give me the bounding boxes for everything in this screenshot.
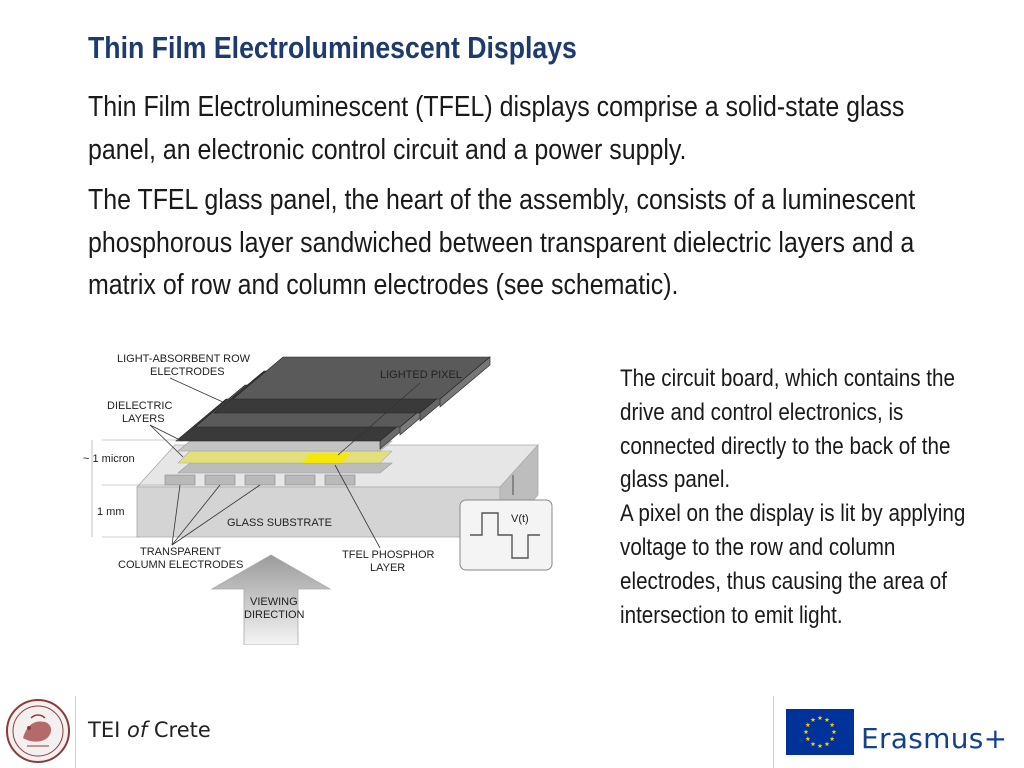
column-electrodes-label: TRANSPARENT: [140, 546, 221, 558]
column-electrode: [204, 474, 236, 486]
eu-star-icon: [805, 722, 811, 728]
eu-star-icon: [817, 715, 823, 721]
footer-divider-right: [773, 696, 774, 768]
tei-crete-seal-icon: [6, 699, 70, 763]
footer-divider-left: [75, 696, 76, 768]
eu-star-icon: [829, 736, 835, 742]
eu-star-icon: [824, 717, 830, 722]
row-electrode-face: [439, 356, 491, 408]
institution-name: TEI of Crete: [88, 718, 211, 742]
institution-suffix: Crete: [147, 718, 211, 742]
eu-star-icon: [824, 741, 830, 747]
phosphor-layer: [177, 450, 393, 464]
eu-star-icon: [817, 743, 823, 749]
column-electrode: [324, 474, 356, 486]
voltage-label: V(t): [511, 513, 529, 525]
dielectric-label-2: LAYERS: [122, 413, 165, 425]
institution-italic: of: [126, 718, 148, 742]
slide-title: Thin Film Electroluminescent Displays: [88, 30, 577, 65]
eu-star-icon: [829, 722, 835, 728]
phosphor-label-2: LAYER: [370, 562, 405, 574]
column-electrodes: [164, 474, 356, 486]
mm-label: 1 mm: [97, 506, 125, 518]
glass-substrate-front: [136, 486, 501, 538]
upper-dielectric: [177, 440, 393, 452]
column-electrode: [164, 474, 196, 486]
side-note: The circuit board, which contains the dr…: [620, 362, 985, 632]
square-wave-icon: [470, 512, 540, 559]
row-electrodes: [175, 356, 491, 450]
panel-paragraph: The TFEL glass panel, the heart of the a…: [88, 184, 916, 301]
lower-dielectric: [177, 462, 393, 474]
row-electrodes-label: LIGHT-ABSORBENT ROW: [117, 353, 251, 365]
circuit-board-paragraph: The circuit board, which contains the dr…: [620, 365, 955, 494]
row-electrodes-label-2: ELECTRODES: [150, 366, 225, 378]
micron-label: ~ 1 micron: [83, 453, 135, 465]
column-electrode: [284, 474, 316, 486]
dielectric-label: DIELECTRIC: [107, 400, 172, 412]
intro-paragraph: Thin Film Electroluminescent (TFEL) disp…: [88, 91, 905, 166]
eu-star-icon: [803, 729, 809, 735]
eu-star-icon: [810, 717, 816, 722]
glass-substrate-label: GLASS SUBSTRATE: [227, 517, 332, 529]
viewing-label: VIEWING: [250, 596, 298, 608]
slide-body: Thin Film Electroluminescent (TFEL) disp…: [88, 86, 957, 315]
eu-flag-icon: [786, 709, 854, 755]
column-electrode: [244, 474, 276, 486]
column-electrodes-label-2: COLUMN ELECTRODES: [118, 559, 243, 571]
pixel-paragraph: A pixel on the display is lit by applyin…: [620, 500, 966, 629]
eu-star-icon: [831, 729, 837, 735]
viewing-label-2: DIRECTION: [244, 609, 305, 621]
eu-star-icon: [805, 736, 811, 742]
eu-star-icon: [810, 741, 816, 747]
erasmus-logo-text: Erasmus+: [861, 722, 1008, 755]
tfel-schematic: ~ 1 micron 1 mm LIGHT-ABSORBENT ROW ELEC…: [83, 353, 553, 645]
lighted-pixel-label: LIGHTED PIXEL: [380, 369, 462, 381]
institution-prefix: TEI: [88, 718, 127, 742]
lighted-pixel-spot: [302, 454, 350, 463]
phosphor-label: TFEL PHOSPHOR: [342, 549, 435, 561]
